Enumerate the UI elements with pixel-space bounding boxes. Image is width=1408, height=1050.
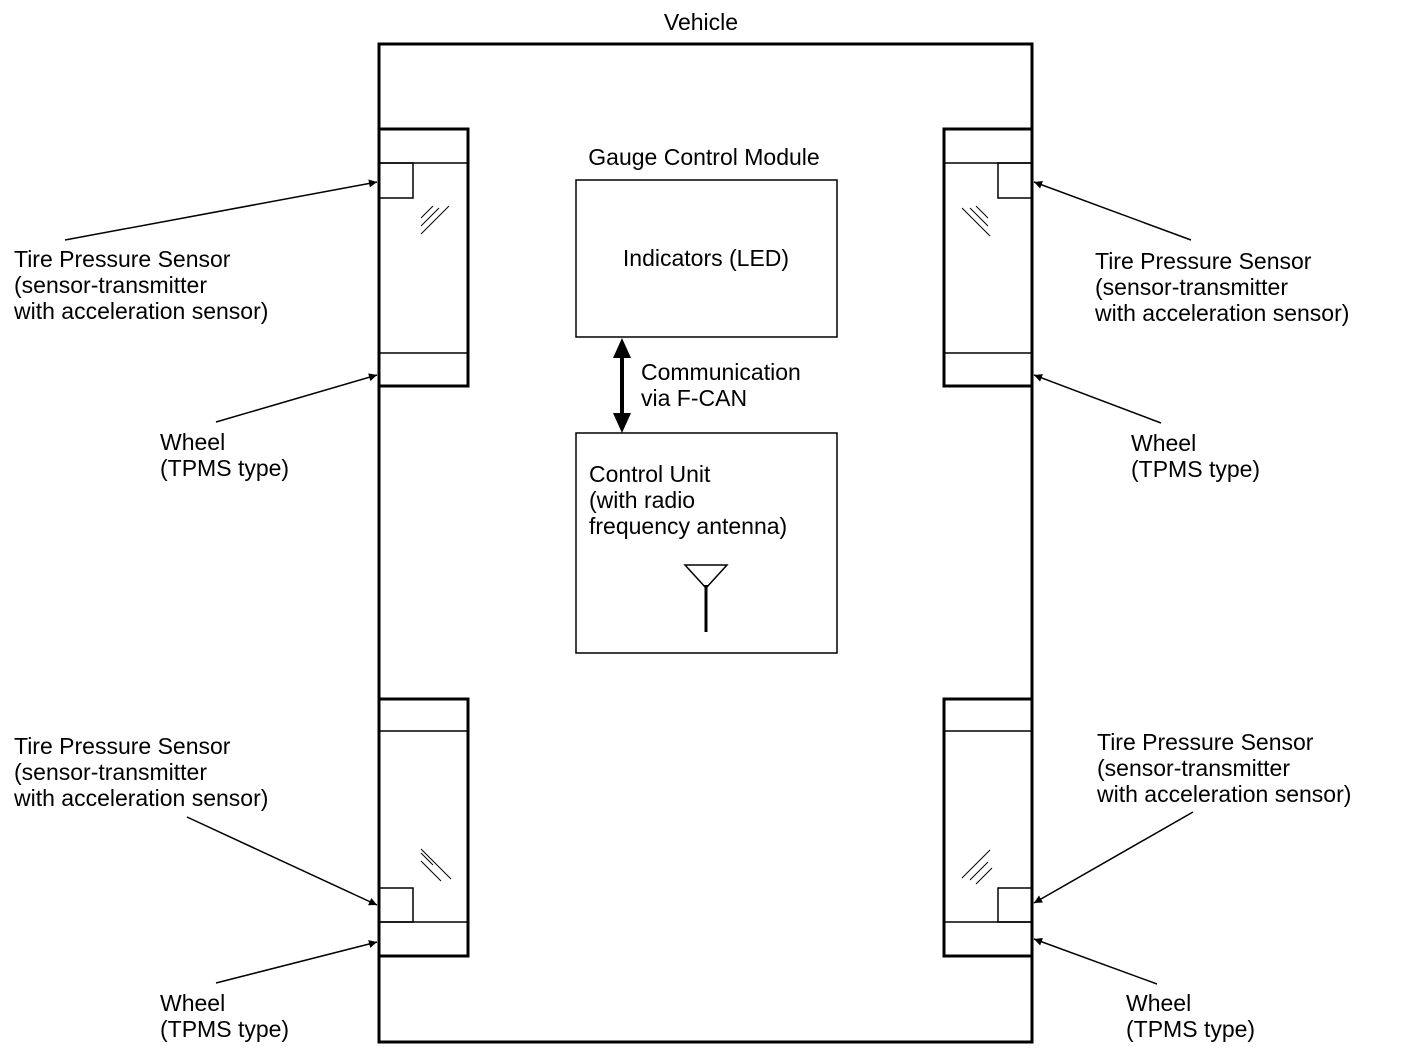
vehicle-title: Vehicle (664, 9, 738, 35)
tire-pressure-sensor-rear-right (997, 887, 1033, 923)
wheel-front-left (377, 127, 470, 388)
sensor-label-rear-left: Tire Pressure Sensor (sensor-transmitter… (13, 733, 268, 811)
tire-pressure-sensor-rear-left (378, 887, 414, 923)
wheel-label-rear-left: Wheel (TPMS type) (160, 990, 289, 1042)
sensor-label-front-left: Tire Pressure Sensor (sensor-transmitter… (13, 246, 268, 324)
wheel-front-right (942, 127, 1034, 388)
arrowhead-up (613, 338, 631, 358)
communication-label: Communication via F-CAN (641, 359, 807, 411)
sensor-label-rear-right: Tire Pressure Sensor (sensor-transmitter… (1096, 729, 1351, 807)
arrowhead-down (613, 413, 631, 433)
gauge-control-module-title: Gauge Control Module (588, 144, 819, 170)
tire-pressure-sensor-front-left (378, 162, 414, 199)
leader-wheel-rear-left (215, 940, 378, 984)
wheel-label-rear-right: Wheel (TPMS type) (1126, 990, 1255, 1042)
leader-wheel-rear-right (1033, 937, 1158, 985)
vehicle-body (377, 42, 1034, 1044)
tire-pressure-sensor-front-right (997, 162, 1033, 199)
leader-sensor-front-right (1033, 181, 1192, 241)
leader-wheel-front-left (215, 373, 378, 423)
leader-sensor-front-left (64, 179, 378, 241)
control-unit-label: Control Unit (with radio frequency anten… (589, 461, 787, 539)
leader-sensor-rear-left (186, 816, 378, 906)
wheel-label-front-right: Wheel (TPMS type) (1131, 430, 1260, 482)
gauge-control-module-box (575, 179, 838, 338)
wheel-rear-left (377, 697, 470, 958)
leader-sensor-rear-right (1033, 811, 1194, 904)
sensor-label-front-right: Tire Pressure Sensor (sensor-transmitter… (1094, 248, 1349, 326)
wheel-label-front-left: Wheel (TPMS type) (160, 429, 289, 481)
control-unit-box (575, 432, 838, 654)
leader-wheel-front-right (1033, 374, 1162, 424)
antenna-icon (683, 564, 729, 632)
wheel-rear-right (942, 697, 1034, 958)
indicators-label: Indicators (LED) (623, 245, 789, 271)
